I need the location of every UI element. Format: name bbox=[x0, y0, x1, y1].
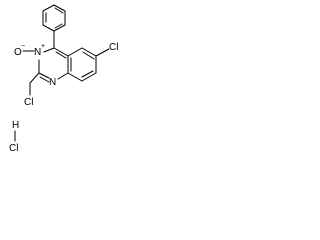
phenyl-double-bond bbox=[54, 23, 63, 29]
chemical-structure: N + O − N Cl Cl H Cl bbox=[9, 4, 118, 154]
n-oxide-atom-label: N bbox=[34, 47, 41, 58]
c8a-n1-bond bbox=[57, 72, 69, 80]
n1-c2-double-bond bbox=[39, 76, 50, 83]
phenyl-bond bbox=[53, 24, 66, 32]
chlorine-aryl-label: Cl bbox=[109, 42, 118, 53]
c8-c8a-bond bbox=[67, 72, 83, 82]
c4-c4a-bond bbox=[53, 47, 69, 57]
n1-c2-bond bbox=[38, 72, 50, 79]
phenyl-ring bbox=[42, 4, 66, 32]
n-oxide-charge-label: + bbox=[41, 43, 45, 50]
hydrochloride-h-label: H bbox=[12, 120, 19, 131]
phenyl-bond bbox=[42, 4, 55, 12]
c5-c6-double-bond bbox=[82, 51, 95, 60]
pyrimidine-ring bbox=[38, 47, 69, 83]
oxygen-atom-label: O bbox=[14, 47, 22, 58]
phenyl-double-bond bbox=[54, 7, 64, 14]
c7-c8-bond bbox=[81, 72, 97, 82]
c2-ch2-bond bbox=[29, 72, 40, 84]
c7-c8-double-bond bbox=[81, 70, 94, 78]
c4a-c5-bond bbox=[67, 47, 83, 57]
chlorine-methyl-label: Cl bbox=[24, 97, 33, 108]
phenyl-bond bbox=[42, 24, 55, 32]
phenyl-bond bbox=[53, 4, 66, 12]
c6-cl-bond bbox=[95, 48, 110, 57]
n-ring-atom-label: N bbox=[49, 77, 56, 88]
hydrochloride-cl-label: Cl bbox=[9, 143, 18, 154]
n3-c4-bond bbox=[43, 47, 55, 53]
c4-c4a-double-bond bbox=[55, 51, 67, 59]
c5-c6-bond bbox=[81, 47, 97, 57]
oxygen-charge-label: − bbox=[21, 43, 25, 50]
benzo-ring bbox=[67, 47, 97, 82]
